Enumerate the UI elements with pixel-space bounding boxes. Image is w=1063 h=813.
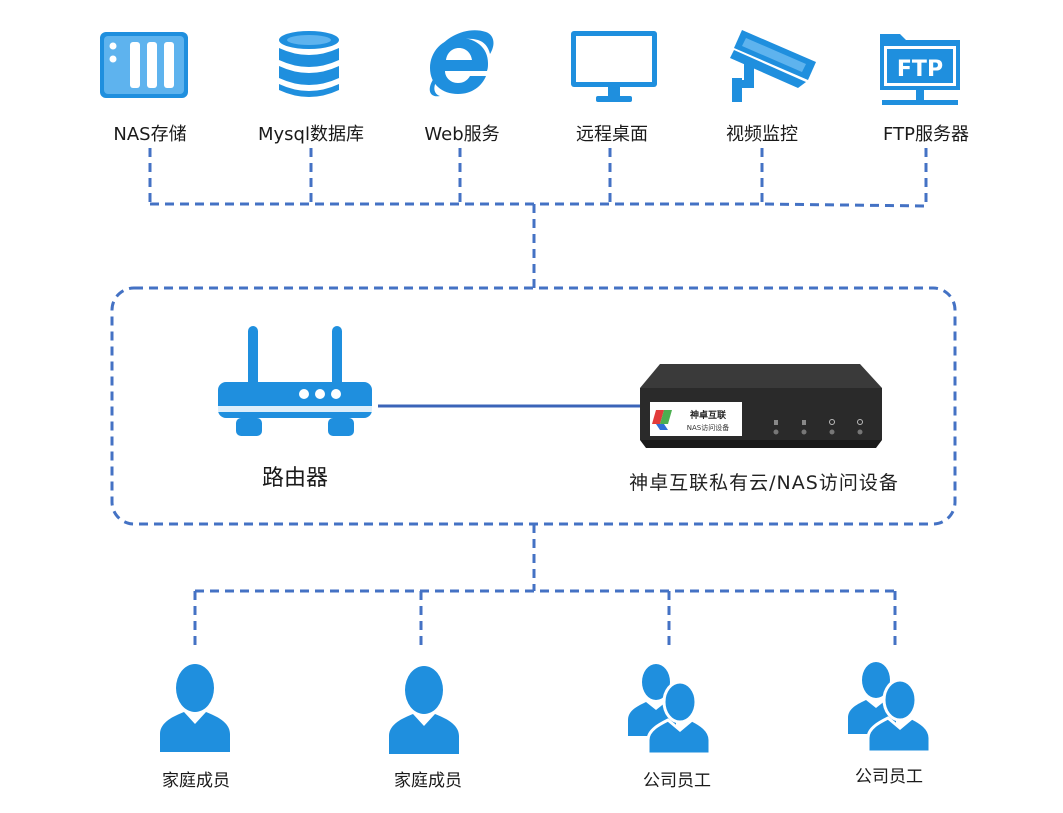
person-icon [160,664,230,752]
monitor-icon [571,31,657,102]
service-bus-line [150,202,927,208]
device-sub-text: NAS访问设备 [687,423,729,432]
user-label-family-2: 家庭成员 [394,771,462,791]
service-label-ftp: FTP服务器 [883,124,969,145]
service-label-mysql: Mysql数据库 [258,124,364,145]
nas-storage-icon [100,32,188,98]
user-label-family-1: 家庭成员 [162,771,230,791]
group-icon [628,664,710,754]
router-icon [218,326,372,436]
service-label-video: 视频监控 [726,124,798,145]
group-icon [848,662,932,752]
router-label: 路由器 [261,466,329,491]
cctv-camera-icon [730,30,816,102]
service-label-nas: NAS存储 [113,124,187,145]
user-label-staff-1: 公司员工 [643,771,711,791]
device-brand-text: 神卓互联 [690,409,727,421]
user-label-staff-2: 公司员工 [855,767,923,787]
service-label-web: Web服务 [424,124,500,145]
nas-access-device-icon: 神卓互联 NAS访问设备 [640,364,882,448]
device-label: 神卓互联私有云/NAS访问设备 [629,472,899,494]
ftp-server-icon: FTP [880,34,960,105]
database-icon [279,31,339,97]
person-icon [389,666,459,754]
svg-text:FTP: FTP [897,57,943,82]
service-label-remote-desktop: 远程桌面 [576,124,648,145]
ie-browser-icon [429,30,494,97]
